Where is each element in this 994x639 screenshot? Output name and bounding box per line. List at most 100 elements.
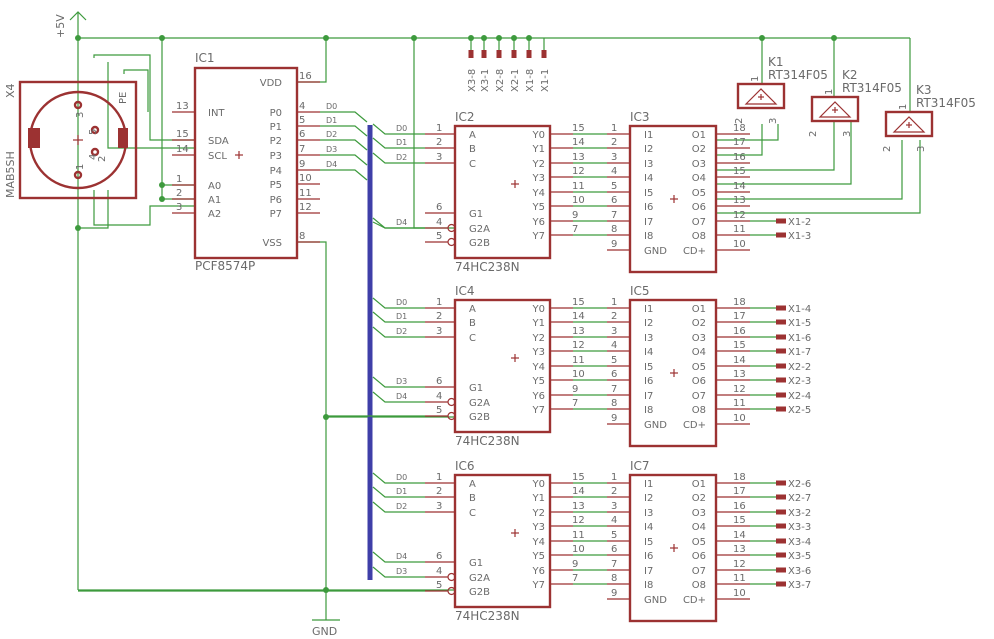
decoder-pin-number: 1 (436, 472, 442, 483)
driver-pin-name: GND (644, 246, 667, 257)
driver-body (628, 124, 718, 274)
decoder-bus-net: D1 (396, 487, 407, 496)
driver-body (628, 473, 718, 623)
ic1-pin-number: 9 (299, 159, 305, 170)
driver-pin-name: O6 (692, 551, 706, 562)
decoder-pin-number: 6 (436, 376, 442, 387)
decoder-bus-net: D0 (396, 473, 407, 482)
connector-x4: X4 MAB5SH 1 2 3 4 5 PE (4, 80, 138, 200)
driver-pin-number: 3 (611, 326, 617, 337)
driver-pin-name: I2 (644, 493, 653, 504)
block-ic6: IC674HC238N1A2B3C6G14G2A5G2BD0D1D2D4D315… (78, 459, 811, 623)
junction (526, 35, 532, 41)
driver-pin-name: I7 (644, 391, 653, 402)
driver-pin-number: 16 (733, 152, 746, 163)
top-terminal (468, 50, 474, 58)
decoder-pin-name: Y4 (532, 537, 545, 548)
driver-pin-name: I8 (644, 405, 653, 416)
relay-pin-number: 2 (734, 118, 745, 124)
driver-pin-number: 7 (611, 384, 617, 395)
decoder-pin-name: Y1 (532, 318, 545, 329)
output-terminal (776, 480, 786, 486)
decoder-pin-number: 9 (572, 210, 578, 221)
driver-pin-number: 14 (733, 181, 746, 192)
output-terminal (776, 538, 786, 544)
relay-body (736, 82, 786, 110)
driver-pin-number: 13 (733, 369, 746, 380)
driver-pin-number: 7 (611, 210, 617, 221)
ic1-pin-number: 11 (299, 188, 312, 199)
driver-pin-name: O8 (692, 231, 706, 242)
driver-pin-number: 15 (733, 515, 746, 526)
driver-pin-number: 3 (611, 501, 617, 512)
relay-body (810, 95, 860, 123)
decoder-pin-name: Y1 (532, 493, 545, 504)
driver-pin-number: 14 (733, 355, 746, 366)
decoder-pin-number: 12 (572, 166, 585, 177)
decoder-pin-name: G2A (469, 224, 490, 235)
decoder-bus-wire (372, 391, 425, 403)
decoder-pin-number: 15 (572, 123, 585, 134)
block-ic2: IC274HC238N1A2B3C6G14G2A5G2BD0D1D2D415Y0… (372, 110, 811, 274)
decoder-bus-wire (372, 152, 425, 164)
relay-ref: K1 (768, 55, 784, 69)
decoder-value: 74HC238N (455, 434, 520, 448)
driver-pin-number: 5 (611, 355, 617, 366)
driver-pin-number: 11 (733, 398, 746, 409)
ic1-ref: IC1 (195, 51, 215, 65)
driver-pin-number: 7 (611, 559, 617, 570)
decoder-pin-number: 11 (572, 355, 585, 366)
decoder-bus-net: D0 (396, 298, 407, 307)
output-label: X2-4 (788, 391, 811, 402)
output-label: X3-5 (788, 551, 811, 562)
output-terminal (776, 232, 786, 238)
driver-pin-name: GND (644, 595, 667, 606)
ic1-pin-name: P6 (270, 195, 282, 206)
decoder-pin-number: 2 (436, 137, 442, 148)
driver-pin-name: I2 (644, 318, 653, 329)
output-label: X3-4 (788, 537, 811, 548)
driver-pin-number: 12 (733, 210, 746, 221)
k2-coil-b (716, 122, 852, 185)
driver-pin-name: I4 (644, 173, 653, 184)
decoder-pin-number: 4 (436, 217, 442, 228)
driver-ref: IC3 (630, 110, 650, 124)
ic1-pin-name: P7 (270, 209, 282, 220)
driver-pin-number: 8 (611, 573, 617, 584)
decoder-bus-wire (372, 376, 425, 388)
output-terminal (776, 218, 786, 224)
driver-pin-number: 18 (733, 123, 746, 134)
ic1-pin-number: 4 (299, 101, 305, 112)
output-terminal (776, 406, 786, 412)
driver-pin-name: O4 (692, 347, 706, 358)
driver-pin-name: I1 (644, 304, 653, 315)
driver-pin-name: O8 (692, 580, 706, 591)
relay-pin-number: 1 (750, 76, 761, 82)
output-terminal (776, 305, 786, 311)
output-label: X2-7 (788, 493, 811, 504)
decoder-pin-name: G1 (469, 558, 483, 569)
decoder-bus-wire (372, 123, 425, 135)
driver-pin-number: 1 (611, 297, 617, 308)
gnd-label: GND (312, 625, 337, 638)
driver-pin-number: 17 (733, 311, 746, 322)
output-terminal (776, 392, 786, 398)
decoder-bus-wire (372, 472, 425, 484)
decoder-bus-wire (372, 566, 425, 578)
ic1-pin-name: A0 (208, 181, 221, 192)
decoder-pin-invert (447, 237, 456, 247)
block-ic4: IC474HC238N1A2B3C6G14G2A5G2BD0D1D2D3D415… (326, 284, 811, 448)
relay-pin-number: 3 (768, 118, 779, 124)
output-label: X3-3 (788, 522, 811, 533)
driver-ref: IC5 (630, 284, 650, 298)
x4-pin-5: 5 (88, 129, 99, 135)
decoder-pin-number: 6 (436, 202, 442, 213)
decoder-ref: IC4 (455, 284, 475, 298)
driver-pin-name: O8 (692, 405, 706, 416)
decoder-pin-invert (447, 397, 456, 407)
driver-pin-number: 14 (733, 530, 746, 541)
x4-value: MAB5SH (4, 151, 17, 198)
